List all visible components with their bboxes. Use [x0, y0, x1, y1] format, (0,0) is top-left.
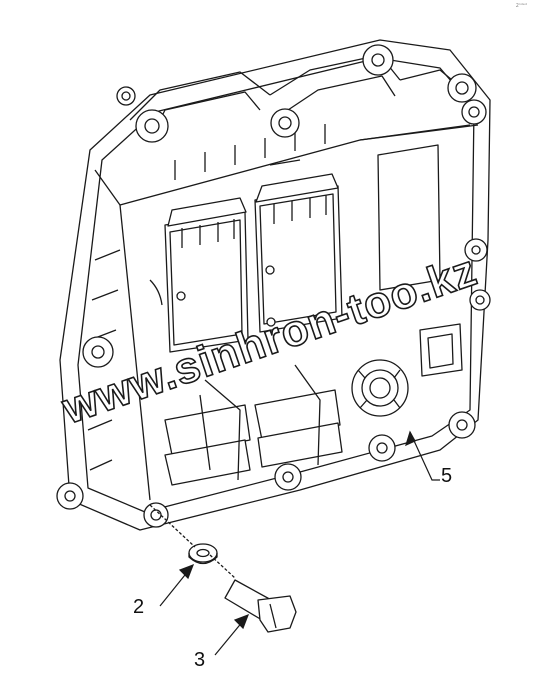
washer [149, 504, 218, 565]
label-recess [359, 124, 479, 291]
leader-3 [214, 613, 250, 656]
connector-2 [254, 159, 343, 333]
callout-label-5: 5 [441, 465, 453, 487]
connector-1 [149, 197, 249, 353]
callout-label-2: 2 [133, 596, 145, 618]
bolt [209, 554, 297, 633]
mounting-bosses [56, 44, 491, 528]
corner-mark: 2ⁿᵈᵉᵈ [515, 3, 527, 9]
leader-2 [159, 563, 195, 607]
breather-plug [351, 359, 409, 417]
callout-label-3: 3 [194, 649, 206, 671]
lower-brackets [164, 364, 343, 486]
leader-5 [405, 430, 440, 481]
side-port [419, 323, 463, 377]
